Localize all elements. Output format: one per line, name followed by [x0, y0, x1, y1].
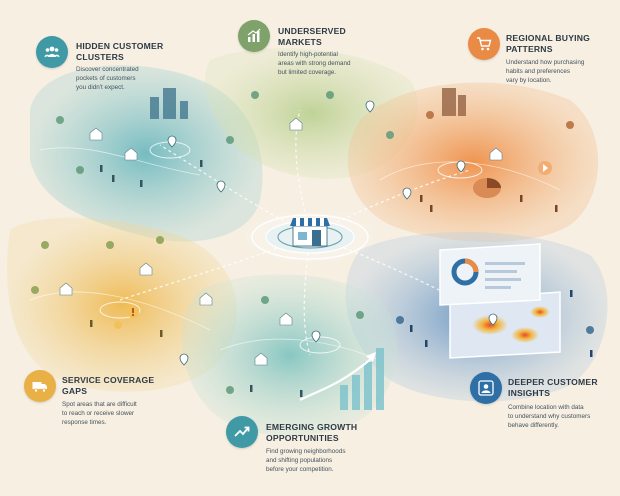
people-icon: [36, 36, 68, 68]
callout-description: Discover concentrated pockets of custome…: [76, 66, 139, 91]
region-service-gaps: [7, 217, 237, 392]
map-pins: [167, 100, 498, 366]
delivery-truck-icon: [24, 370, 56, 402]
trees: [31, 91, 594, 394]
regional-pie-chart: [473, 161, 552, 198]
callout-title: DEEPER CUSTOMER INSIGHTS: [508, 377, 598, 398]
trend-arrow-icon: [226, 416, 258, 448]
callout-title: EMERGING GROWTH OPPORTUNITIES: [266, 422, 358, 443]
growth-bars: [299, 348, 384, 410]
user-profile-icon: [470, 372, 502, 404]
callout-description: Identify high-potential areas with stron…: [278, 51, 351, 76]
callout-regional-patterns: REGIONAL BUYING PATTERNS Understand how …: [468, 28, 614, 88]
callout-deeper-insights: DEEPER CUSTOMER INSIGHTS Combine locatio…: [470, 372, 616, 438]
dashboard-panel: [439, 243, 541, 306]
storefront-icon: [290, 218, 330, 247]
callout-description: Combine location with data to understand…: [508, 404, 591, 429]
shopping-cart-icon: [468, 28, 500, 60]
callout-title: SERVICE COVERAGE GAPS: [62, 375, 155, 396]
callout-emerging-growth: EMERGING GROWTH OPPORTUNITIES Find growi…: [226, 414, 376, 484]
houses: [59, 117, 503, 366]
callout-description: Find growing neighborhoods and shifting …: [266, 448, 346, 473]
bar-growth-icon: [238, 20, 270, 52]
region-regional-patterns: [347, 82, 599, 242]
callout-title: HIDDEN CUSTOMER CLUSTERS: [76, 41, 164, 62]
callout-underserved-markets: UNDERSERVED MARKETS Identify high-potent…: [238, 20, 378, 80]
region-emerging-growth: [181, 274, 398, 437]
callout-description: Understand how purchasing habits and pre…: [506, 59, 585, 84]
callout-description: Spot areas that are difficult to reach o…: [62, 401, 137, 426]
callout-service-gaps: SERVICE COVERAGE GAPS Spot areas that ar…: [24, 370, 174, 436]
people: [90, 160, 593, 397]
region-hidden-clusters: [30, 65, 263, 242]
callout-title: REGIONAL BUYING PATTERNS: [506, 33, 591, 54]
heatmap-panel: [449, 291, 561, 359]
callout-hidden-clusters: HIDDEN CUSTOMER CLUSTERS Discover concen…: [36, 36, 176, 96]
warning-markers: [114, 306, 139, 329]
callout-title: UNDERSERVED MARKETS: [278, 26, 346, 47]
